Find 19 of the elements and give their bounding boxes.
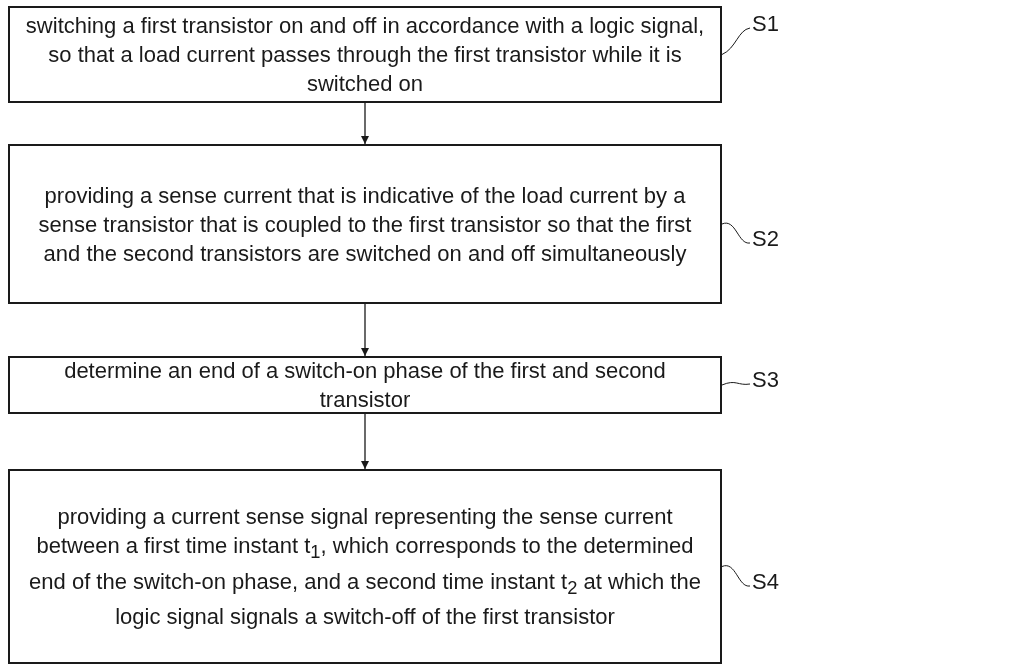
leader-line: [721, 222, 751, 244]
arrow: [361, 303, 369, 357]
leader-line: [721, 382, 751, 386]
step-text: providing a sense current that is indicative of the load current by a sense transistor that is coupled to the first transistor so that the first and the second transistors are switched on and off simultaneously: [37, 181, 693, 268]
step-label: S1: [752, 12, 792, 36]
step-label: S3: [752, 368, 792, 392]
process-box: [8, 144, 722, 304]
process-box: [8, 469, 722, 664]
step-text: determine an end of a switch-on phase of the first and second transistor: [63, 357, 667, 414]
leader-line: [721, 27, 751, 55]
process-box: [8, 356, 722, 414]
arrow: [361, 102, 369, 145]
leader-line: [721, 565, 751, 587]
step-label: S2: [752, 227, 792, 251]
process-box: [8, 6, 722, 103]
step-text: switching a first transistor on and off in accordance with a logic signal, so that a load current passes through the first transistor while it is switched on: [24, 12, 706, 98]
arrow: [361, 413, 369, 470]
step-text: providing a current sense signal representing the sense current between a first time instant t$_{1}$, which corresponds to the determined end of the switch-on phase, and a second time instant t$_{2}$ at which the logic signal signals a switch-off of the first transistor: [28, 503, 702, 631]
step-label: S4: [752, 570, 792, 594]
